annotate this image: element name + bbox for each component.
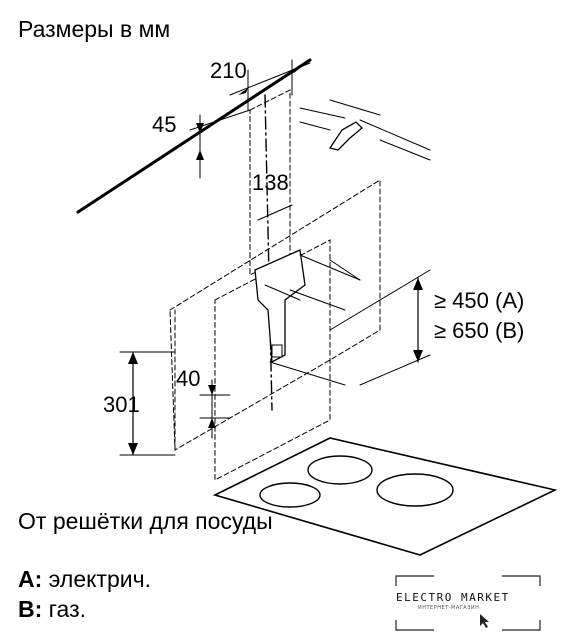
lower-chimney-outline [214, 239, 331, 481]
dim301-arrow-bottom [128, 443, 138, 455]
logo-brand: ELECTRO MARKET [396, 591, 510, 604]
clearance-a-label: ≥ 450 (A) [434, 288, 525, 313]
legend-b: B: газ. [18, 596, 86, 623]
dim-301-label: 301 [103, 392, 140, 417]
dim40-arrow-bottom [208, 418, 216, 428]
wall-outline [169, 179, 381, 451]
dim45-arrow-top [196, 123, 204, 133]
dim210-arrow-left [238, 88, 248, 95]
clearance-top-ext [329, 269, 431, 331]
caption: От решётки для посуды [18, 508, 273, 534]
dim-40-label: 40 [176, 366, 201, 391]
mounting-bracket [254, 249, 306, 364]
dim-45-label: 45 [152, 112, 177, 137]
dim-210-label: 210 [210, 58, 247, 83]
burner-back [307, 455, 373, 485]
clearance-arrow-bottom [413, 350, 423, 362]
cursor-icon [480, 614, 489, 628]
dim45-arrow-bottom [196, 150, 204, 160]
dim-138-label: 138 [252, 170, 289, 195]
dim40-arrow-top [208, 385, 216, 395]
burner-front [376, 473, 454, 507]
screws [264, 99, 431, 386]
legend-a-text: электрич. [42, 566, 151, 592]
clearance-bottom-ext [359, 354, 431, 386]
cooktop [212, 437, 558, 556]
clearance-b-label: ≥ 650 (B) [434, 318, 525, 343]
dim301-arrow-top [128, 352, 138, 364]
electro-market-logo: ELECTRO MARKET ИНТЕРНЕТ-МАГАЗИН [394, 574, 544, 634]
upper-clip [328, 121, 363, 151]
logo-frame [395, 575, 541, 631]
logo-tagline: ИНТЕРНЕТ-МАГАЗИН [418, 605, 480, 611]
ceiling-line [76, 58, 312, 214]
legend-a-key: A: [18, 566, 43, 592]
center-axis [264, 94, 273, 411]
legend-b-text: газ. [42, 596, 87, 622]
bracket-slot [271, 344, 283, 358]
dim210-arrow-right [292, 66, 302, 73]
legend-a: A: электрич. [18, 566, 151, 593]
page-title: Размеры в мм [18, 16, 171, 42]
legend-b-key: B: [18, 596, 43, 622]
dim138-line [257, 204, 293, 221]
clearance-arrow-top [413, 278, 423, 290]
burner-left [259, 482, 321, 508]
